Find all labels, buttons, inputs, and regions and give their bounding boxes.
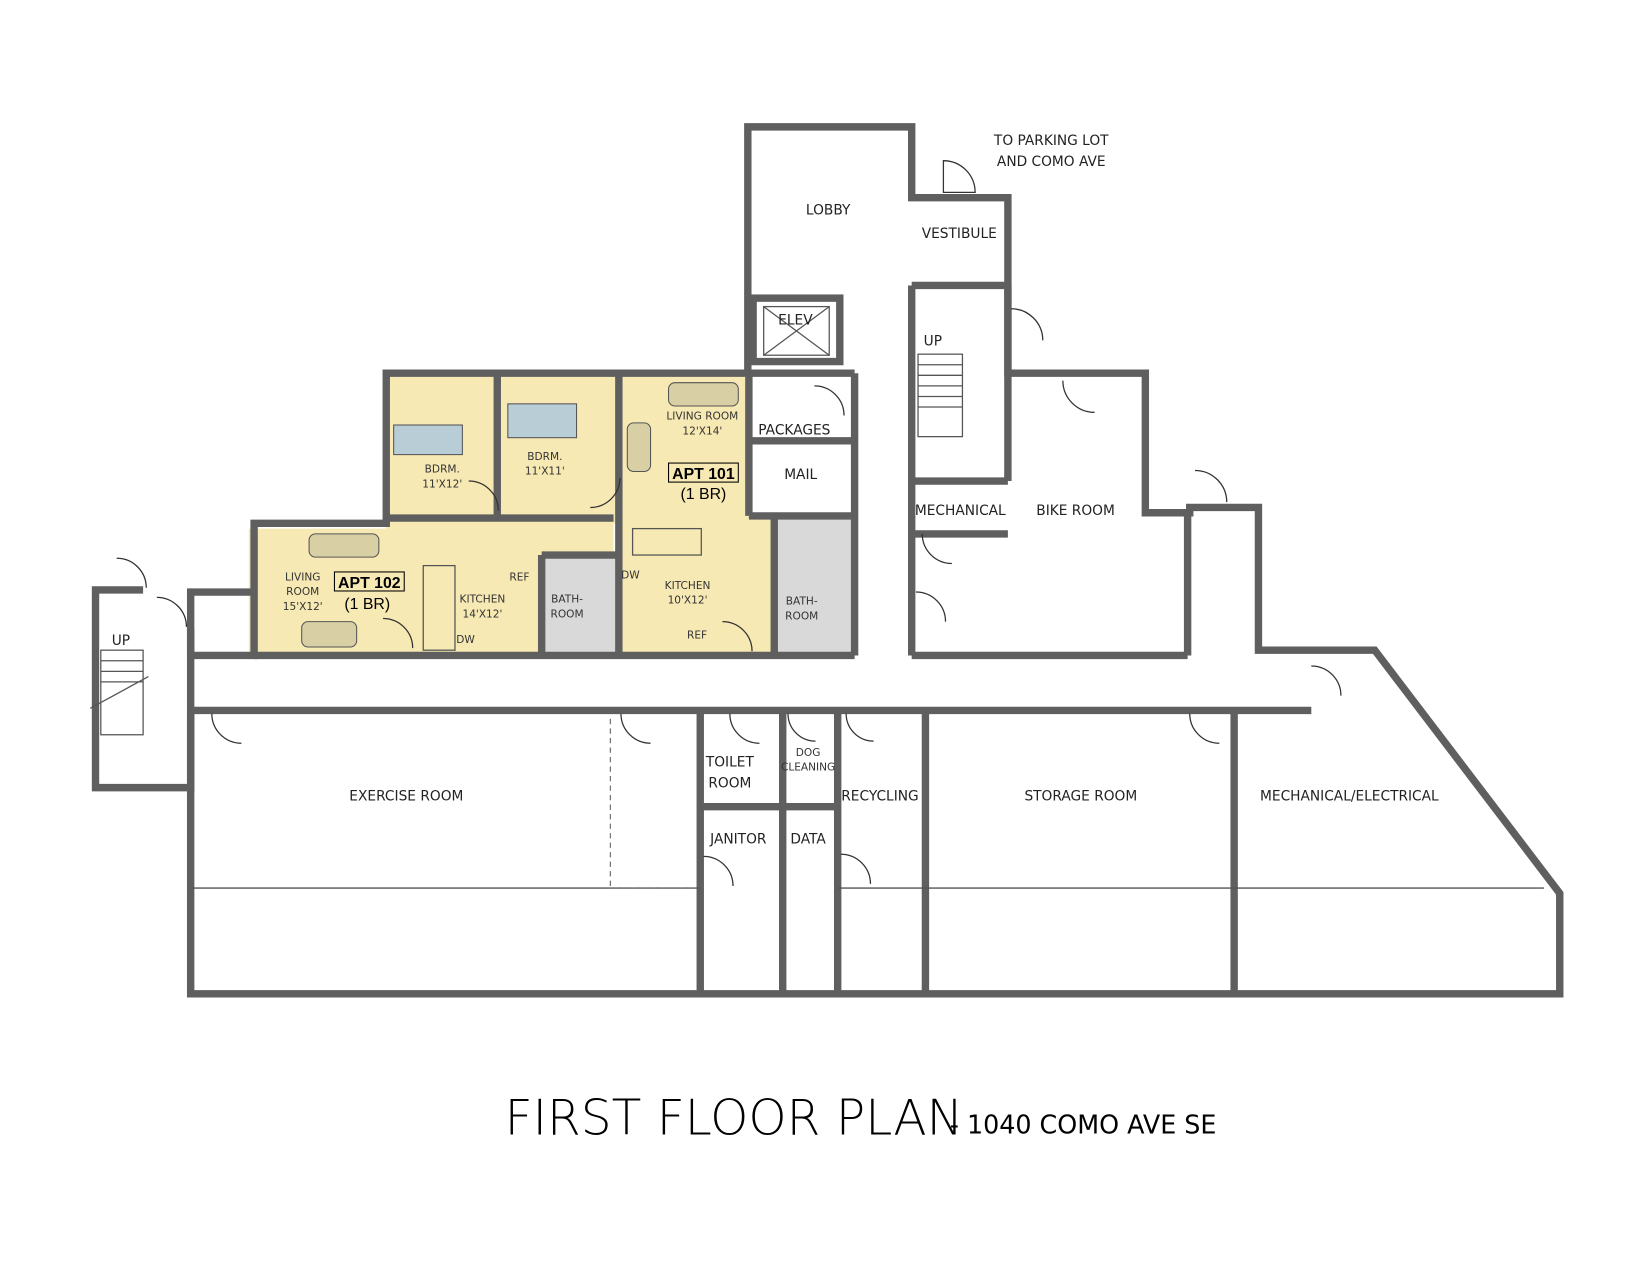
apt-101-bath-fill (774, 518, 855, 656)
vestibule-label: VESTIBULE (922, 226, 997, 242)
walls (91, 123, 1564, 998)
apt-101-fill (618, 375, 775, 656)
mail-label: MAIL (784, 467, 817, 483)
sofa-icon (301, 621, 358, 648)
apt102-bedroom-size: 11'X12' (422, 478, 462, 490)
apt101-bath-label: ROOM (785, 611, 818, 623)
apt102-living-label: ROOM (286, 586, 319, 598)
apt102-dw-label: DW (456, 634, 475, 646)
apt102-living-size: 15'X12' (283, 601, 323, 613)
apt102-bath-label: BATH- (551, 594, 583, 606)
apt102-bedroom-label: BDRM. (425, 464, 460, 476)
data-label: DATA (790, 832, 826, 848)
plan-title: FIRST FLOOR PLAN (505, 1090, 963, 1146)
apt101-dw-label: DW (621, 569, 640, 581)
dog-cleaning-label: DOG (796, 747, 821, 759)
elevator-label: ELEV (778, 313, 813, 329)
doors (116, 160, 1342, 886)
bed-icon (393, 424, 463, 456)
stair-up-label: UP (924, 334, 942, 350)
dog-cleaning-label: CLEANING (781, 762, 835, 774)
apt102-living-label: LIVING (285, 571, 320, 583)
toilet-room-label: ROOM (708, 776, 751, 792)
apt101-kitchen-label: KITCHEN (665, 580, 711, 592)
recycling-label: RECYCLING (841, 788, 918, 804)
apt101-type: (1 BR) (681, 486, 727, 503)
apt101-kitchen-size: 10'X12' (668, 595, 708, 607)
mechanical-label: MECHANICAL (915, 503, 1006, 519)
apt102-name-box (333, 571, 405, 592)
apt102-bath-label: ROOM (550, 608, 583, 620)
parking-note-line1: TO PARKING LOT (993, 133, 1109, 149)
apt101-living-label: LIVING ROOM (666, 411, 738, 423)
stair-up-label: UP (112, 633, 130, 649)
plan-subtitle: - 1040 COMO AVE SE (950, 1109, 1217, 1139)
parking-note-line2: AND COMO AVE (997, 154, 1106, 170)
apt102-type: (1 BR) (344, 596, 390, 613)
apt101-ref-label: REF (687, 630, 707, 642)
janitor-label: JANITOR (709, 832, 767, 848)
apt101-living-size: 12'X14' (682, 426, 722, 438)
stair-east (917, 353, 964, 438)
apt101-name-box (668, 462, 739, 483)
apt101-name: APT 101 (672, 466, 735, 483)
sofa-icon (626, 422, 652, 473)
apt102-kitchen-label: KITCHEN (460, 594, 506, 606)
bed-icon (507, 403, 578, 439)
lobby-label: LOBBY (806, 203, 851, 219)
apt102-ref-label: REF (509, 571, 529, 583)
mechanical-electrical-label: MECHANICAL/ELECTRICAL (1260, 788, 1439, 804)
stair-west (89, 649, 149, 736)
sofa-icon (668, 382, 739, 407)
sofa-icon (308, 533, 380, 558)
exercise-room-label: EXERCISE ROOM (349, 788, 463, 804)
elevator (749, 294, 844, 366)
apt101-bedroom-label: BDRM. (527, 451, 562, 463)
apt101-bath-label: BATH- (786, 596, 818, 608)
toilet-room-label: TOILET (705, 754, 755, 770)
packages-label: PACKAGES (758, 423, 830, 439)
apt101-bedroom-size: 11'X11' (525, 466, 565, 478)
apt102-kitchen-size: 14'X12' (462, 608, 502, 620)
apt-102-bath-fill (541, 555, 616, 656)
apt102-name: APT 102 (338, 575, 401, 592)
storage-room-label: STORAGE ROOM (1024, 788, 1137, 804)
furniture (301, 382, 739, 889)
bike-room-label: BIKE ROOM (1036, 503, 1115, 519)
